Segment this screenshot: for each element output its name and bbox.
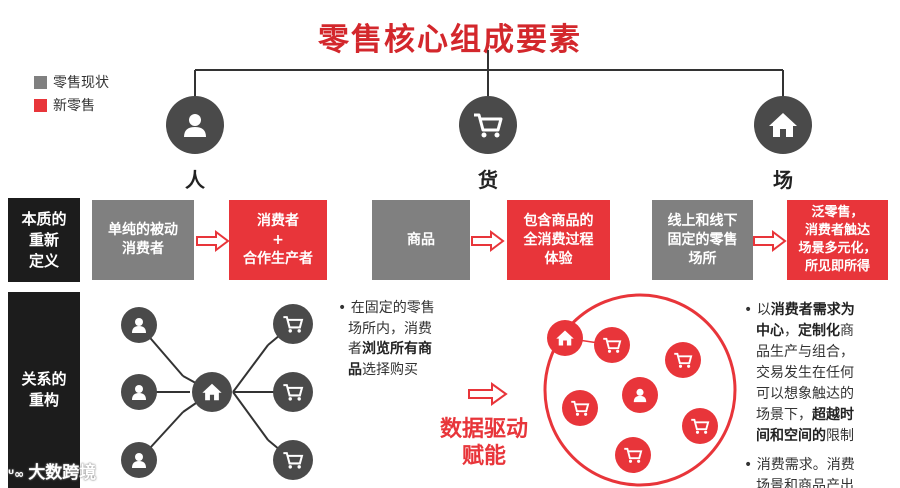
row-header-relation: 关系的 重构 (8, 292, 80, 488)
note-text: 选择购买 (362, 361, 418, 378)
note-emphasis: 品 (348, 361, 362, 378)
cart-icon (594, 327, 630, 363)
note-emphasis: 消费者需求为 (770, 302, 855, 318)
legend-new-label: 新零售 (53, 98, 95, 114)
cart-icon (562, 390, 598, 426)
new-retail-note: • 以消费者需求为 中心，定制化商 品生产与组合， 交易发生在任何 可以想象触达… (744, 300, 894, 488)
cart-icon (459, 96, 517, 154)
note-line: 者浏览所有商 (338, 339, 468, 360)
person-icon (121, 374, 157, 410)
note-line: • 消费需求。消费 (744, 457, 855, 473)
goods-new-box: 包含商品的 全消费过程 体验 (507, 200, 610, 280)
note-line: 交易发生在任何 (756, 365, 854, 381)
note-line: 品选择购买 (338, 360, 468, 381)
pillar-label-people: 人 (185, 168, 205, 192)
data-driven-line1: 数据驱动 (439, 417, 528, 442)
note-emphasis: 超越时 (812, 407, 854, 423)
note-text: 以 (756, 302, 771, 318)
note-line: 可以想象触达的 (756, 386, 854, 402)
cart-icon (665, 342, 701, 378)
watermark: ᵁ∞ 大数跨境 (8, 458, 96, 483)
cart-icon (273, 372, 313, 412)
place-new-box: 泛零售， 消费者触达 场景多元化， 所见即所得 (787, 200, 888, 280)
home-icon (547, 320, 583, 356)
legend-gray-swatch (34, 75, 47, 89)
note-line: 品生产与组合， (756, 344, 854, 360)
pillar-label-goods: 货 (478, 168, 498, 192)
note-emphasis: 间和空间的 (756, 428, 826, 444)
note-emphasis: 定制化 (798, 323, 840, 339)
arrow-right-icon (753, 230, 787, 252)
legend-red-swatch (34, 98, 47, 112)
note-line: 场景下，超越时 (744, 405, 894, 426)
cart-icon (273, 440, 313, 480)
note-text: 限制 (826, 428, 854, 444)
person-icon (622, 377, 658, 413)
person-icon (166, 96, 224, 154)
note-text: 场景下， (756, 407, 812, 423)
note-line: • 在固定的零售 (338, 300, 435, 316)
pillar-label-place: 场 (773, 168, 793, 192)
arrow-right-icon (471, 230, 505, 252)
people-current-box: 单纯的被动 消费者 (92, 200, 194, 280)
traditional-note: • 在固定的零售 场所内，消费 者浏览所有商 品选择购买 (338, 298, 468, 380)
place-current-box: 线上和线下 固定的零售 场所 (652, 200, 753, 280)
watermark-text: 大数跨境 (28, 463, 97, 483)
person-icon (121, 307, 157, 343)
note-text: 消费需求。消费 (756, 457, 855, 473)
cart-icon (682, 408, 718, 444)
note-line: 间和空间的限制 (744, 426, 894, 447)
note-emphasis: 中心 (756, 323, 784, 339)
note-line: 场景和商品产出 (756, 478, 854, 488)
cart-icon (615, 437, 651, 473)
note-line: 场所内，消费 (348, 320, 432, 337)
note-text: ， (784, 323, 798, 339)
note-text: 者 (348, 341, 362, 357)
arrow-right-icon (196, 230, 230, 252)
diagram-title: 零售核心组成要素 (318, 22, 582, 58)
legend-current: 零售现状 (34, 72, 109, 92)
person-icon (121, 442, 157, 478)
legend-current-label: 零售现状 (53, 75, 109, 91)
watermark-logo-icon: ᵁ∞ (8, 467, 29, 481)
row-header-essence: 本质的 重新 定义 (8, 198, 80, 282)
home-icon (754, 96, 812, 154)
note-emphasis: 浏览所有商 (362, 341, 432, 357)
cart-icon (273, 304, 313, 344)
data-driven-label: 数据驱动 赋能 (424, 416, 544, 470)
note-line: 中心，定制化商 (744, 321, 894, 342)
arrow-right-icon (468, 382, 508, 406)
note-text: 在固定的零售 (350, 300, 435, 316)
people-new-box: 消费者 + 合作生产者 (229, 200, 327, 280)
note-line: • 以消费者需求为 (744, 302, 855, 318)
legend-new: 新零售 (34, 95, 95, 115)
data-driven-line2: 赋能 (461, 444, 506, 469)
goods-current-box: 商品 (372, 200, 470, 280)
note-text: 商 (840, 323, 854, 339)
home-icon (192, 372, 232, 412)
